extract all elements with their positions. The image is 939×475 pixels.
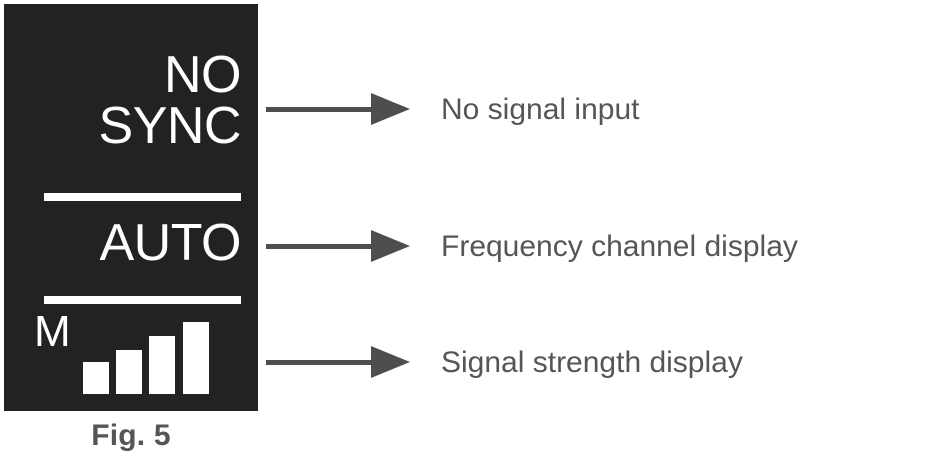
arrow-head: [371, 230, 410, 262]
lcd-status-text: NO SYNC: [4, 49, 242, 155]
callout-label-3: Signal strength display: [441, 346, 743, 379]
arrow-shaft: [266, 244, 374, 249]
signal-bar-4: [183, 322, 209, 394]
signal-bar-1: [83, 362, 109, 394]
callout-no-signal-input: No signal input: [266, 88, 639, 132]
arrow-shaft: [266, 107, 374, 112]
lcd-display-panel: NO SYNC AUTO M: [4, 4, 258, 411]
arrow-head: [371, 346, 410, 378]
arrow-right-icon: [266, 341, 410, 385]
arrow-head: [371, 93, 410, 125]
callout-frequency-channel-display: Frequency channel display: [266, 225, 798, 269]
figure-caption: Fig. 5: [91, 419, 171, 452]
lcd-status-line-1: NO: [164, 46, 242, 104]
arrow-right-icon: [266, 225, 410, 269]
signal-bar-3: [149, 336, 175, 394]
lcd-mode-indicator: M: [34, 307, 71, 356]
signal-bar-2: [116, 350, 142, 394]
callout-label-2: Frequency channel display: [441, 230, 798, 263]
callout-label-1: No signal input: [441, 93, 640, 126]
lcd-status-line-2: SYNC: [98, 96, 242, 155]
signal-strength-bars: [83, 320, 213, 394]
callout-signal-strength-display: Signal strength display: [266, 341, 743, 385]
lcd-divider-top: [44, 193, 241, 201]
arrow-shaft: [266, 360, 374, 365]
lcd-divider-bottom: [44, 296, 241, 304]
lcd-channel-text: AUTO: [99, 214, 241, 272]
arrow-right-icon: [266, 88, 410, 132]
